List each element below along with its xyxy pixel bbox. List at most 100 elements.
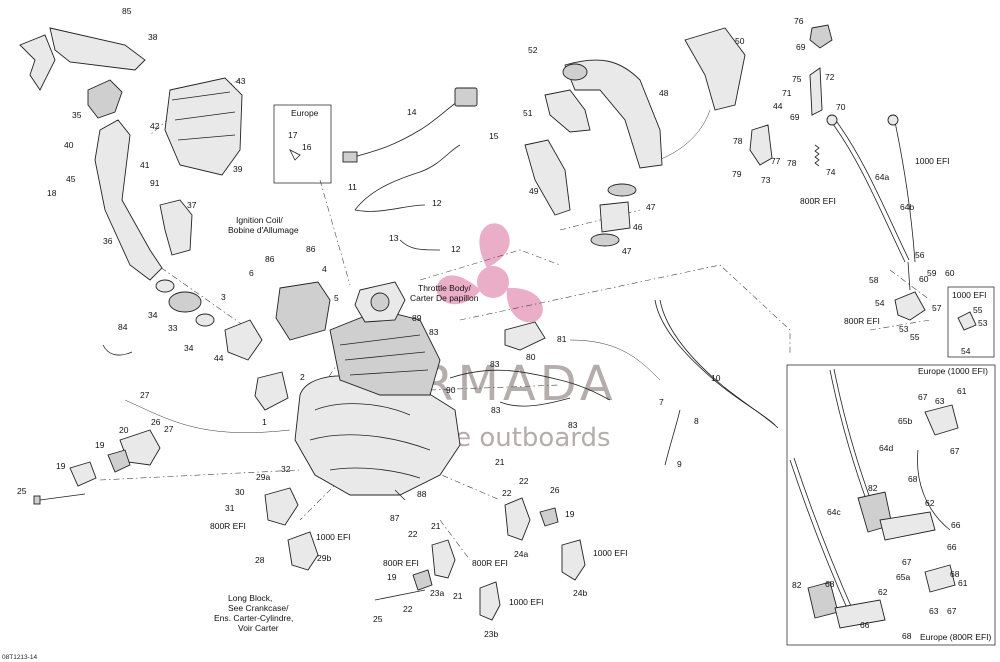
- part-number-73: 73: [761, 175, 771, 185]
- ignition-coil-bracket: [275, 281, 331, 341]
- part-number-64a: 64a: [875, 172, 889, 182]
- part-number-6: 6: [249, 268, 254, 278]
- part-number-57: 57: [932, 303, 942, 313]
- hose-88: [394, 489, 406, 501]
- part-number-28: 28: [255, 555, 265, 565]
- part-number-61a: 61: [957, 386, 967, 396]
- variant-label-9: 800R EFI: [472, 558, 508, 568]
- part-number-65b: 65b: [898, 416, 912, 426]
- part-number-60b: 60: [919, 274, 929, 284]
- europe-box-title: Europe: [291, 108, 319, 118]
- part-number-63b: 63: [929, 606, 939, 616]
- linkage-53: [894, 291, 926, 321]
- variant-label-5: 800R EFI: [210, 521, 246, 531]
- part-number-13: 13: [389, 233, 399, 243]
- part-number-68a: 68: [908, 474, 918, 484]
- clamp-47b: [590, 233, 620, 247]
- part-number-42: 42: [150, 121, 160, 131]
- part-number-24a: 24a: [514, 549, 528, 559]
- part-number-47b: 47: [622, 246, 632, 256]
- part-number-35: 35: [72, 110, 82, 120]
- europe-variants-box: Europe (1000 EFI) Europe (800R EFI): [786, 364, 996, 646]
- mount-24b: [561, 539, 586, 581]
- part-number-22c: 22: [408, 529, 418, 539]
- part-number-66b: 66: [947, 542, 957, 552]
- part-number-62a: 62: [925, 498, 935, 508]
- part-number-64b: 64b: [900, 202, 914, 212]
- throttle-body-label-1: Throttle Body/: [418, 283, 472, 293]
- rod-64c: [789, 459, 851, 616]
- part-number-29b: 29b: [317, 553, 331, 563]
- part-number-53a: 53: [899, 324, 909, 334]
- part-number-64d: 64d: [879, 443, 893, 453]
- reference-code: 08T1213-14: [2, 654, 37, 661]
- part-number-32: 32: [281, 464, 291, 474]
- part-number-30: 30: [235, 487, 245, 497]
- part-number-15: 15: [489, 131, 499, 141]
- variant-label-4: 1000 EFI: [952, 290, 987, 300]
- part-number-23a: 23a: [430, 588, 444, 598]
- part-number-27b: 27: [164, 424, 174, 434]
- part-number-22a: 22: [519, 476, 529, 486]
- variant-label-2: 1000 EFI: [915, 156, 950, 166]
- shield-51: [544, 89, 591, 133]
- part-number-85: 85: [122, 6, 132, 16]
- part-number-25b: 25: [373, 614, 383, 624]
- variant-label-1: 800R EFI: [800, 196, 836, 206]
- part-number-17: 17: [288, 130, 298, 140]
- part-number-66a: 66: [951, 520, 961, 530]
- part-number-53b: 53: [978, 318, 988, 328]
- part-number-45: 45: [66, 174, 76, 184]
- part-number-75: 75: [792, 74, 802, 84]
- part-number-76: 76: [794, 16, 804, 26]
- part-number-18: 18: [47, 188, 57, 198]
- part-number-21b: 21: [431, 521, 441, 531]
- part-number-16: 16: [302, 142, 312, 152]
- part-number-34b: 34: [184, 343, 194, 353]
- part-number-39: 39: [233, 164, 243, 174]
- part-number-29a: 29a: [256, 472, 270, 482]
- plate-62a: [879, 511, 936, 541]
- part-number-48: 48: [659, 88, 669, 98]
- part-number-65a: 65a: [896, 572, 910, 582]
- propeller-logo-icon: [436, 223, 543, 323]
- callouts: Ignition Coil/ Bobine d'Allumage Throttl…: [2, 215, 479, 661]
- variant-label-8: 1000 EFI: [593, 548, 628, 558]
- variant-labels: 800R EFI 1000 EFI 800R EFI 1000 EFI 800R EFI…: [210, 156, 987, 607]
- part-number-21c: 21: [453, 591, 463, 601]
- shield-50: [684, 27, 746, 111]
- bushing-19d: [412, 569, 433, 591]
- bolt-25: [39, 493, 86, 501]
- coil-1: [254, 371, 289, 411]
- part-number-82a: 82: [868, 483, 878, 493]
- mount-29a: [264, 487, 299, 526]
- part-number-5: 5: [334, 293, 339, 303]
- housing-65b: [924, 404, 959, 436]
- shield-49: [524, 139, 571, 216]
- part-number-22d: 22: [403, 604, 413, 614]
- part-number-68b: 68: [950, 569, 960, 579]
- part-number-83a: 83: [429, 327, 439, 337]
- part-number-83d: 83: [568, 420, 578, 430]
- part-number-19b: 19: [56, 461, 66, 471]
- bracket-81: [504, 321, 546, 351]
- engine-mounts-group: [264, 487, 586, 621]
- part-number-74: 74: [826, 167, 836, 177]
- part-number-44: 44: [214, 353, 224, 363]
- clamp-34a: [155, 279, 175, 293]
- clamp-47a: [607, 183, 637, 197]
- lever-72: [809, 67, 823, 116]
- cap-35: [87, 79, 123, 119]
- part-number-67b: 67: [950, 446, 960, 456]
- part-number-80: 80: [526, 352, 536, 362]
- part-number-10: 10: [711, 373, 721, 383]
- harness-14: [349, 94, 471, 159]
- part-number-2: 2: [300, 372, 305, 382]
- cables-group: [449, 299, 779, 466]
- manifold-48: [564, 59, 663, 169]
- duct-37: [159, 199, 193, 256]
- mount-23b: [479, 581, 501, 621]
- gear-19: [69, 461, 97, 487]
- bushing-19c: [539, 507, 559, 527]
- variant-label-7: 800R EFI: [383, 558, 419, 568]
